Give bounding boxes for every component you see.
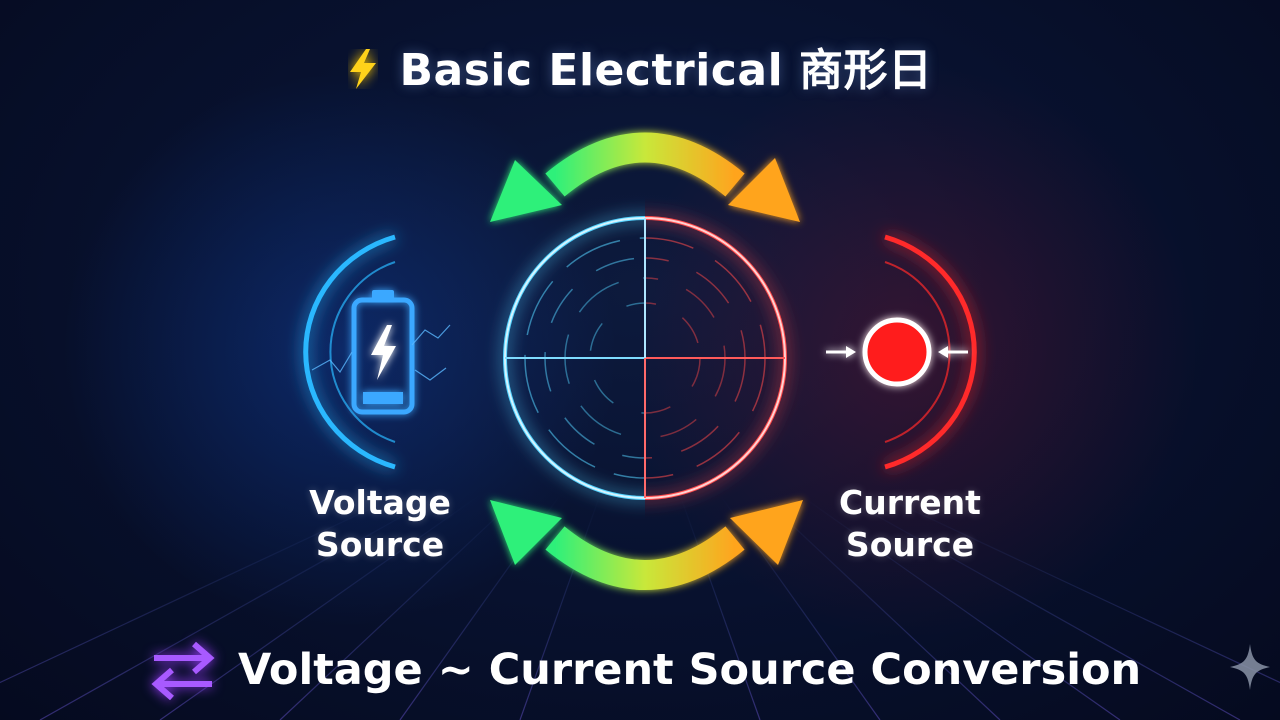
swap-arrows-icon <box>151 641 215 700</box>
spark-lines <box>311 324 451 381</box>
sparkle-icon <box>1230 644 1270 690</box>
footer-caption: Voltage ~ Current Source Conversion <box>150 640 1141 700</box>
footer-caption-text: Voltage ~ Current Source Conversion <box>238 645 1142 695</box>
left-glow <box>0 0 640 720</box>
floor-grid <box>0 494 1280 720</box>
page-title: Basic Electrical 商形日 <box>0 34 1280 98</box>
conversion-circle-icon <box>503 216 787 500</box>
current-label-line2: Source <box>845 525 975 564</box>
bottom-arc-arrow <box>490 500 803 590</box>
lightning-bolt-icon <box>349 49 376 89</box>
left-arc <box>303 234 396 470</box>
current-source-group <box>826 234 977 470</box>
title-text: Basic Electrical 商形日 <box>399 45 933 96</box>
current-label-line1: Current <box>839 483 981 522</box>
top-arc-arrow <box>490 132 800 222</box>
battery-icon <box>351 290 415 415</box>
voltage-source-label: Voltage Source <box>290 482 470 566</box>
voltage-label-line1: Voltage <box>309 483 451 522</box>
right-arc <box>884 234 977 470</box>
current-source-circle-icon <box>826 317 968 387</box>
voltage-label-line2: Source <box>315 525 445 564</box>
voltage-source-group <box>303 234 451 470</box>
left-inner-arc <box>329 261 396 443</box>
right-glow <box>640 0 1280 720</box>
current-source-label: Current Source <box>815 482 1005 566</box>
